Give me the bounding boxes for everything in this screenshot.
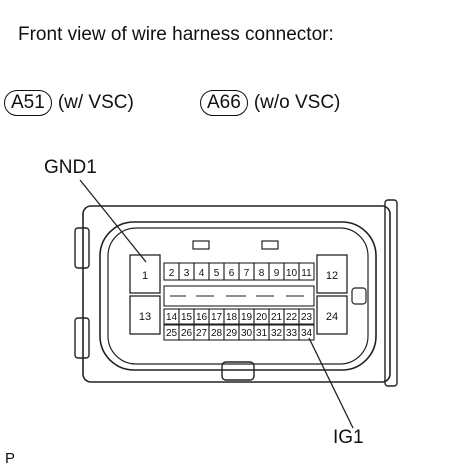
pin-label-5: 5 (214, 268, 220, 279)
left-ear-top (74, 227, 90, 269)
connector-code-badge: A66 (200, 90, 248, 116)
pin-label-33: 33 (286, 328, 298, 339)
bottom-latch-tab (221, 361, 255, 381)
top-notch-left (192, 240, 210, 250)
variant-note: (w/o VSC) (253, 92, 341, 113)
pin-label-20: 20 (256, 312, 268, 323)
pin-label-24: 24 (326, 311, 338, 323)
ig1-leader-line (308, 337, 354, 429)
pin-label-21: 21 (271, 312, 283, 323)
pin-label-27: 27 (196, 328, 208, 339)
pin-label-25: 25 (166, 328, 178, 339)
pin-cell-23 (298, 308, 315, 325)
pin-cell-12 (316, 254, 348, 294)
pin-label-3: 3 (184, 268, 190, 279)
pin-label-23: 23 (301, 312, 313, 323)
pin-label-32: 32 (271, 328, 283, 339)
pin-cell-34 (298, 324, 315, 341)
pin-cell-24 (316, 295, 348, 335)
pin-label-29: 29 (226, 328, 238, 339)
pin-label-12: 12 (326, 270, 338, 282)
pin-cell-13 (129, 295, 161, 335)
pin-label-15: 15 (181, 312, 193, 323)
pin-label-2: 2 (169, 268, 175, 279)
connector-body-outer (99, 221, 377, 371)
right-latch-bar (384, 199, 398, 387)
pin-label-9: 9 (274, 268, 280, 279)
footer-code: P (5, 450, 16, 467)
connector-housing-outer (82, 205, 391, 383)
variant-note: (w/ VSC) (57, 92, 134, 113)
connector-body-inner (107, 227, 369, 365)
pin-label-28: 28 (211, 328, 223, 339)
connector-code-badge: A51 (4, 90, 52, 116)
variant-a66: A66 (w/o VSC) (200, 90, 340, 116)
gnd1-label: GND1 (44, 157, 97, 178)
pin-label-6: 6 (229, 268, 235, 279)
pin-label-14: 14 (166, 312, 178, 323)
pin-label-34: 34 (301, 328, 313, 339)
pin-label-16: 16 (196, 312, 208, 323)
pin-label-30: 30 (241, 328, 253, 339)
pin-label-17: 17 (211, 312, 223, 323)
top-notch-right (261, 240, 279, 250)
pin-label-13: 13 (139, 311, 151, 323)
pin-label-19: 19 (241, 312, 253, 323)
pin-label-1: 1 (142, 270, 148, 282)
pin-label-4: 4 (199, 268, 205, 279)
diagram-title: Front view of wire harness connector: (18, 24, 334, 45)
pin-label-18: 18 (226, 312, 238, 323)
left-ear-bottom (74, 317, 90, 359)
pin-label-11: 11 (301, 268, 312, 279)
pin-cell-1 (129, 254, 161, 294)
pin-label-26: 26 (181, 328, 193, 339)
pin-label-8: 8 (259, 268, 265, 279)
variant-a51: A51 (w/ VSC) (4, 90, 134, 116)
pin-cell-11 (298, 262, 315, 281)
pin-label-10: 10 (286, 268, 298, 279)
right-key (351, 287, 367, 305)
gnd1-leader-line (79, 179, 147, 263)
separator-band (163, 285, 315, 307)
pin-label-22: 22 (286, 312, 298, 323)
ig1-label: IG1 (333, 427, 364, 448)
pin-label-7: 7 (244, 268, 250, 279)
pin-label-31: 31 (256, 328, 268, 339)
